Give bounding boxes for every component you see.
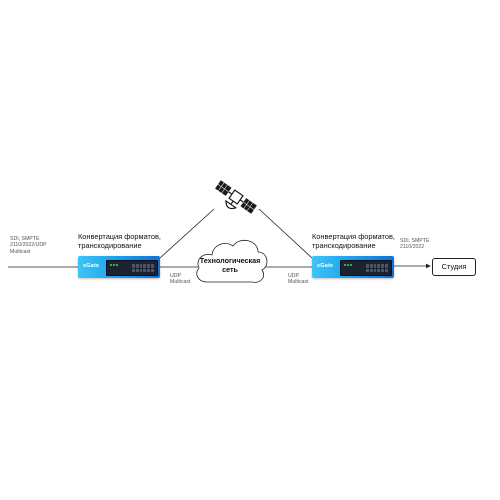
left-sgate-device[interactable]: sGate bbox=[78, 256, 160, 278]
left-device-title: Конвертация форматов, транскодирование bbox=[78, 232, 161, 250]
right-device-panel bbox=[340, 260, 392, 276]
cloud-icon bbox=[196, 239, 268, 283]
network-label: Технологическая сеть bbox=[199, 256, 261, 274]
right-device-brand: sGate bbox=[317, 263, 334, 269]
left-device-leds bbox=[110, 264, 124, 267]
output-format-label: SDI, SMPTE 2110/2022 bbox=[400, 238, 430, 251]
studio-box[interactable]: Студия bbox=[432, 258, 476, 276]
uplink-line bbox=[159, 208, 215, 259]
left-output-label: UDP Multicast bbox=[170, 273, 191, 286]
right-device-title: Конвертация форматов, транскодирование bbox=[312, 232, 395, 250]
right-input-label: UDP Multicast bbox=[288, 273, 309, 286]
input-format-label: SDI, SMPTE 2110/2022/UDP Multicast bbox=[10, 236, 47, 255]
satellite-icon bbox=[215, 180, 257, 214]
right-sgate-device[interactable]: sGate bbox=[312, 256, 394, 278]
left-device-ports bbox=[132, 264, 154, 272]
left-device-brand: sGate bbox=[83, 263, 100, 269]
left-device-panel bbox=[106, 260, 158, 276]
downlink-line bbox=[258, 208, 313, 259]
right-device-leds bbox=[344, 264, 358, 267]
right-device-ports bbox=[366, 264, 388, 272]
